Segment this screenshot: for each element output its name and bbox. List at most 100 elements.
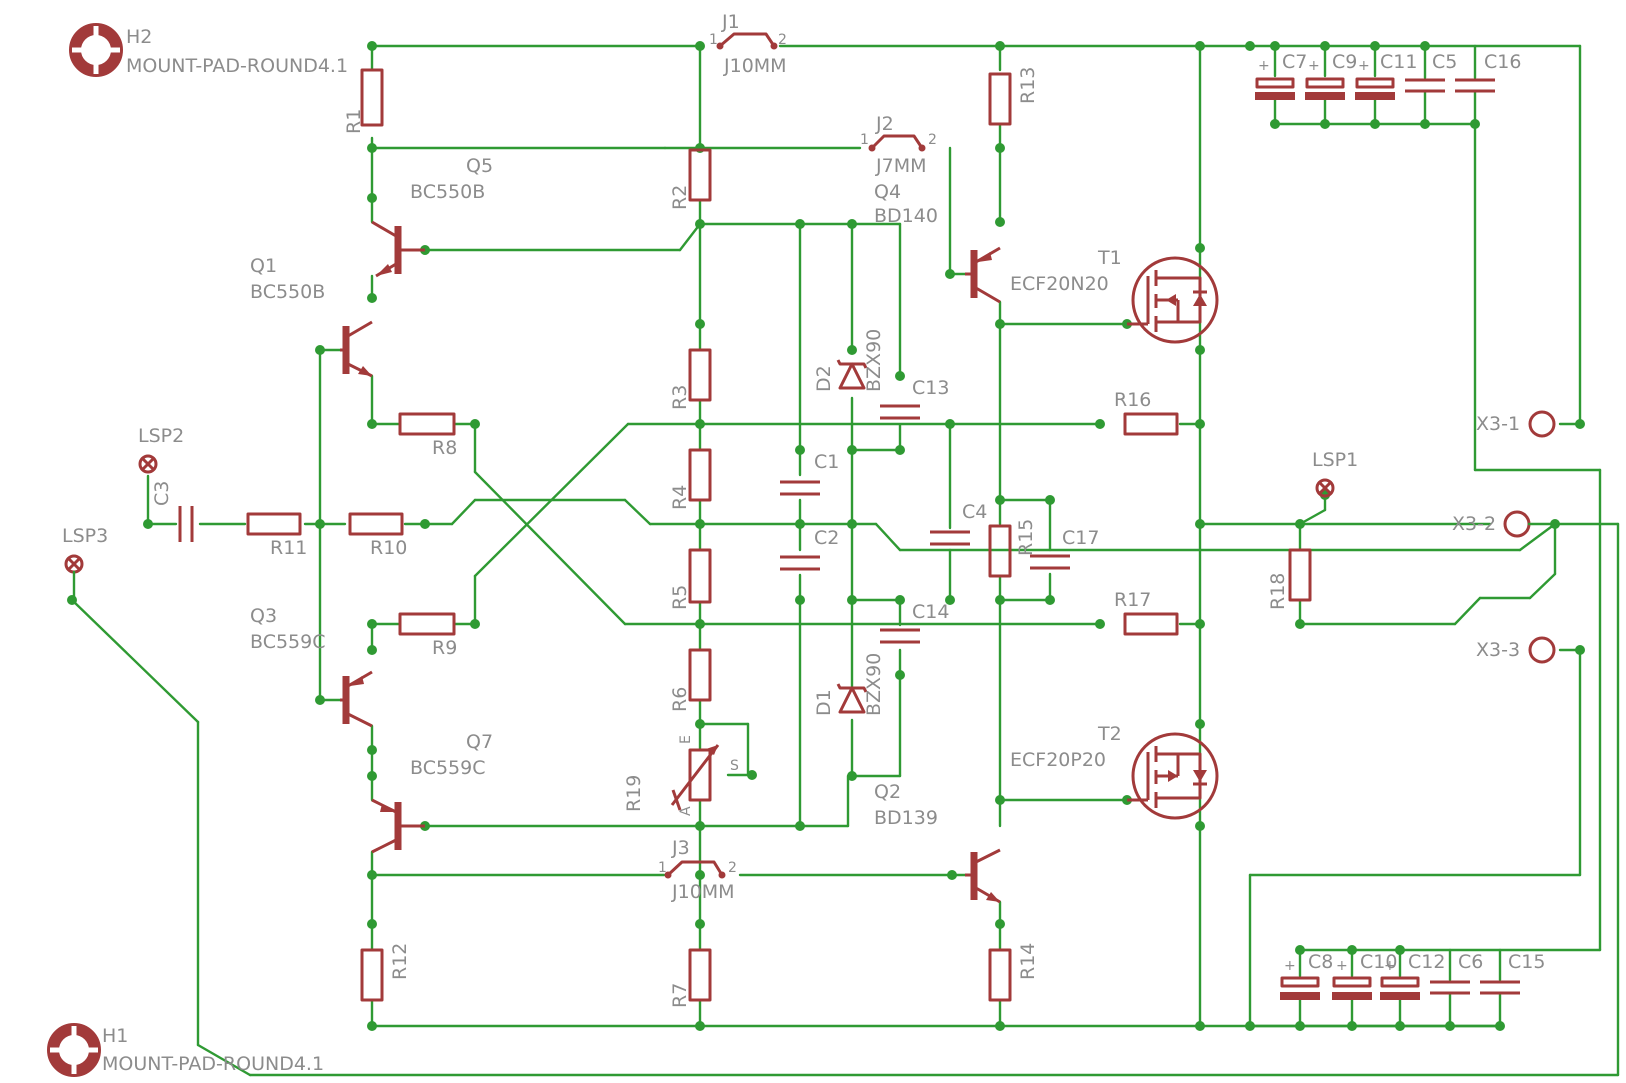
label-q5: Q5 [466,155,493,177]
label-x3-2: X3-2 [1452,513,1496,535]
label-r17: R17 [1114,589,1151,611]
x3-3-terminal [1528,636,1556,664]
label-j1-value: J10MM [723,55,787,77]
label-c11: C11 [1380,51,1417,73]
capacitor-c9 [1305,77,1345,100]
label-c1: C1 [814,451,839,473]
label-c7-plus: + [1258,58,1270,74]
x3-2-terminal [1503,510,1531,538]
resistor-r14 [988,948,1012,1002]
mosfets [1127,256,1219,820]
diodes [836,359,868,714]
transistor-q4 [965,246,1001,304]
lsp3-pad [64,554,84,574]
resistor-r8 [398,412,456,436]
label-lsp1: LSP1 [1312,449,1358,471]
label-c5: C5 [1432,51,1457,73]
capacitor-c17 [1030,554,1070,570]
capacitor-c5 [1405,78,1445,93]
label-t1: T1 [1097,247,1122,269]
label-c8: C8 [1308,951,1333,973]
label-q3: Q3 [250,605,277,627]
label-q2-value: BD139 [874,807,938,829]
label-h1: H1 [102,1025,128,1047]
label-r2: R2 [669,185,691,210]
part-labels: H2 MOUNT-PAD-ROUND4.1 H1 MOUNT-PAD-ROUND… [62,11,1545,1075]
label-r3: R3 [669,385,691,410]
label-j3-pin1: 1 [658,860,667,876]
label-c3: C3 [151,481,173,506]
label-q7: Q7 [466,731,493,753]
label-r10: R10 [370,537,407,559]
label-q5-value: BC550B [410,181,485,203]
label-h1-value: MOUNT-PAD-ROUND4.1 [102,1053,324,1075]
label-c4: C4 [962,501,987,523]
capacitor-c4 [930,530,970,546]
jumper-j3 [664,860,726,879]
resistor-r18 [1288,548,1312,602]
resistor-r5 [688,548,712,604]
transistor-q2 [965,848,1001,904]
potentiometer-r19 [688,748,712,802]
label-r16: R16 [1114,389,1151,411]
connectors [47,23,1557,1077]
x3-1-terminal [1528,410,1556,438]
label-d1-value: BZX90 [863,653,885,716]
zener-d2 [836,359,868,390]
label-c12-plus: + [1384,958,1396,974]
capacitor-c1 [780,480,820,496]
label-c17: C17 [1062,527,1099,549]
label-x3-3: X3-3 [1476,639,1520,661]
mount-pad-h1 [47,1023,101,1077]
label-r13: R13 [1017,67,1039,104]
label-j1-pin2: 2 [778,32,787,48]
transistor-q7 [371,798,425,854]
jumpers [664,32,926,879]
label-c16: C16 [1484,51,1521,73]
label-j3-value: J10MM [671,881,735,903]
capacitor-c15 [1480,980,1520,995]
jumper-j1 [716,32,778,50]
lsp2-pad [138,454,158,474]
capacitor-c11 [1355,77,1395,100]
label-q3-value: BC559C [250,631,326,653]
label-lsp2: LSP2 [138,425,184,447]
label-lsp3: LSP3 [62,525,108,547]
resistor-r7 [688,948,712,1002]
label-q7-value: BC559C [410,757,486,779]
capacitor-c8 [1280,976,1320,1000]
capacitor-c7 [1255,77,1295,100]
capacitor-c2 [780,555,820,571]
label-r8: R8 [432,437,457,459]
label-c14: C14 [912,601,949,623]
wires [70,44,1620,1077]
resistor-r3 [688,348,712,402]
label-j2-pin1: 1 [860,132,869,148]
label-j2-value: J7MM [875,155,926,177]
label-r15: R15 [1015,519,1037,556]
resistor-r4 [688,448,712,502]
resistor-r16 [1123,412,1179,436]
resistor-r2 [688,148,712,202]
label-x3-1: X3-1 [1476,413,1520,435]
junctions [67,41,1585,1031]
label-j1: J1 [721,11,740,33]
label-c12: C12 [1408,951,1445,973]
zener-d1 [836,683,868,714]
label-r4: R4 [669,485,691,510]
label-j2: J2 [875,113,894,135]
label-q4: Q4 [874,181,901,203]
label-c9: C9 [1332,51,1357,73]
capacitor-c16 [1455,78,1495,93]
resistor-r15 [988,524,1012,578]
resistor-r10 [348,512,404,536]
capacitors [178,77,1520,1000]
transistor-q1 [340,320,373,378]
label-r18: R18 [1267,573,1289,610]
resistor-r9 [398,612,456,636]
capacitor-c3 [178,506,194,542]
label-h2-value: MOUNT-PAD-ROUND4.1 [126,55,348,77]
label-d2: D2 [813,365,835,392]
label-c8-plus: + [1284,958,1296,974]
